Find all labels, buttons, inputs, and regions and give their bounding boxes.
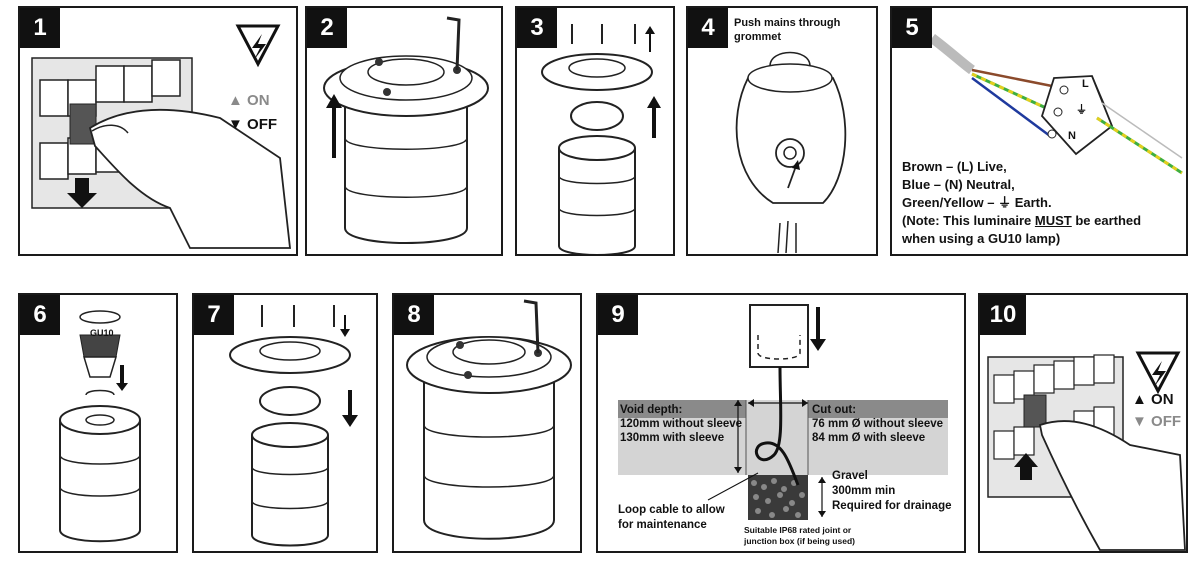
note-line-2: when using a GU10 lamp) — [902, 231, 1061, 246]
note-suffix: be earthed — [1071, 213, 1142, 228]
tighten-cover-screws-illustration — [406, 299, 572, 540]
on-label: ON — [247, 92, 270, 109]
on-indicator: ▲ ON — [228, 92, 270, 110]
junction-line: junction box (if being used) — [744, 536, 855, 546]
step-number: 7 — [194, 295, 234, 335]
junction-box-label: Suitable IP68 rated joint or junction bo… — [744, 525, 855, 547]
step-2-panel: 2 — [305, 6, 503, 256]
step-10-panel: 10 ▲ ON ▼ OFF — [978, 293, 1188, 553]
gravel-label: Gravel 300mm min Required for drainage — [832, 469, 952, 514]
step-number: 6 — [20, 295, 60, 335]
off-label: OFF — [247, 116, 278, 133]
on-label: ON — [1151, 391, 1174, 408]
step-4-caption: Push mains through grommet — [734, 16, 840, 44]
remove-screws-and-cover-illustration — [541, 24, 661, 254]
wiring-line-neutral: Blue – (N) Neutral, — [902, 177, 1015, 192]
step-9-panel: 9 Void depth: 120mm without sleeve 130mm… — [596, 293, 966, 553]
note-must: MUST — [1034, 213, 1072, 228]
step-number: 9 — [598, 295, 638, 335]
terminal-l-label: L — [1082, 78, 1089, 90]
breaker-switch-off-illustration — [31, 24, 292, 249]
step-number: 4 — [688, 8, 728, 48]
step-5-panel: 5 L ⏚ N Brown – (L) Live, Blue – (N) Neu… — [890, 6, 1188, 256]
step-number: 2 — [307, 8, 347, 48]
step-number: 1 — [20, 8, 60, 48]
installation-cross-section-illustration — [618, 304, 948, 520]
arrow-down-icon: ▼ — [1132, 413, 1147, 430]
on-indicator: ▲ ON — [1132, 391, 1174, 409]
arrow-up-icon: ▲ — [1132, 391, 1147, 408]
earthing-note: (Note: This luminaire MUST be earthed — [902, 212, 1141, 230]
breaker-switch-on-illustration — [987, 351, 1186, 551]
cut-out-label: Cut out: 76 mm Ø without sleeve 84 mm Ø … — [812, 403, 943, 445]
insert-gu10-lamp-illustration — [59, 310, 141, 543]
step-number: 3 — [517, 8, 557, 48]
remove-cover-screws-illustration — [323, 16, 489, 244]
gravel-line: Required for drainage — [832, 500, 952, 512]
step-3-panel: 3 — [515, 6, 675, 256]
caption-line: grommet — [734, 31, 782, 43]
wiring-line-earth: Green/Yellow – ⏚ Earth. — [902, 195, 1052, 210]
junction-line: Suitable IP68 rated joint or — [744, 525, 852, 535]
terminal-block-wiring-illustration — [928, 34, 1183, 175]
push-cable-through-grommet-illustration — [735, 51, 847, 254]
caption-line: Push mains through — [734, 17, 841, 29]
replace-cover-and-screws-illustration — [229, 305, 358, 547]
loop-cable-label: Loop cable to allow for maintenance — [618, 503, 725, 533]
cut-out-line: 76 mm Ø without sleeve — [812, 418, 944, 430]
gravel-title: Gravel — [832, 470, 868, 482]
step-1-panel: 1 ▲ ON ▼ OFF — [18, 6, 298, 256]
step-number: 10 — [980, 295, 1026, 335]
step-4-panel: 4 Push mains through grommet — [686, 6, 878, 256]
note-prefix: (Note: This luminaire — [902, 213, 1035, 228]
loop-line: for maintenance — [618, 519, 707, 531]
step-number: 5 — [892, 8, 932, 48]
earth-terminal-icon: ⏚ — [1076, 104, 1087, 116]
gravel-line: 300mm min — [832, 485, 896, 497]
step-6-panel: 6 GU10 — [18, 293, 178, 553]
step-8-panel: 8 — [392, 293, 582, 553]
void-depth-title: Void depth: — [620, 404, 683, 416]
arrow-down-icon: ▼ — [228, 116, 243, 133]
off-indicator: ▼ OFF — [1132, 413, 1181, 431]
cut-out-title: Cut out: — [812, 404, 857, 416]
cut-out-line: 84 mm Ø with sleeve — [812, 432, 926, 444]
loop-line: Loop cable to allow — [618, 504, 725, 516]
void-depth-label: Void depth: 120mm without sleeve 130mm w… — [620, 403, 742, 445]
gu10-label: GU10 — [90, 328, 114, 338]
off-label: OFF — [1151, 413, 1182, 430]
terminal-n-label: N — [1068, 130, 1076, 142]
wiring-line-live: Brown – (L) Live, — [902, 159, 1007, 174]
off-indicator: ▼ OFF — [228, 116, 277, 134]
arrow-up-icon: ▲ — [228, 92, 243, 109]
wiring-instructions: Brown – (L) Live, Blue – (N) Neutral, Gr… — [902, 158, 1141, 248]
step-number: 8 — [394, 295, 434, 335]
void-depth-line: 120mm without sleeve — [620, 418, 743, 430]
step-7-panel: 7 — [192, 293, 378, 553]
void-depth-line: 130mm with sleeve — [620, 432, 725, 444]
